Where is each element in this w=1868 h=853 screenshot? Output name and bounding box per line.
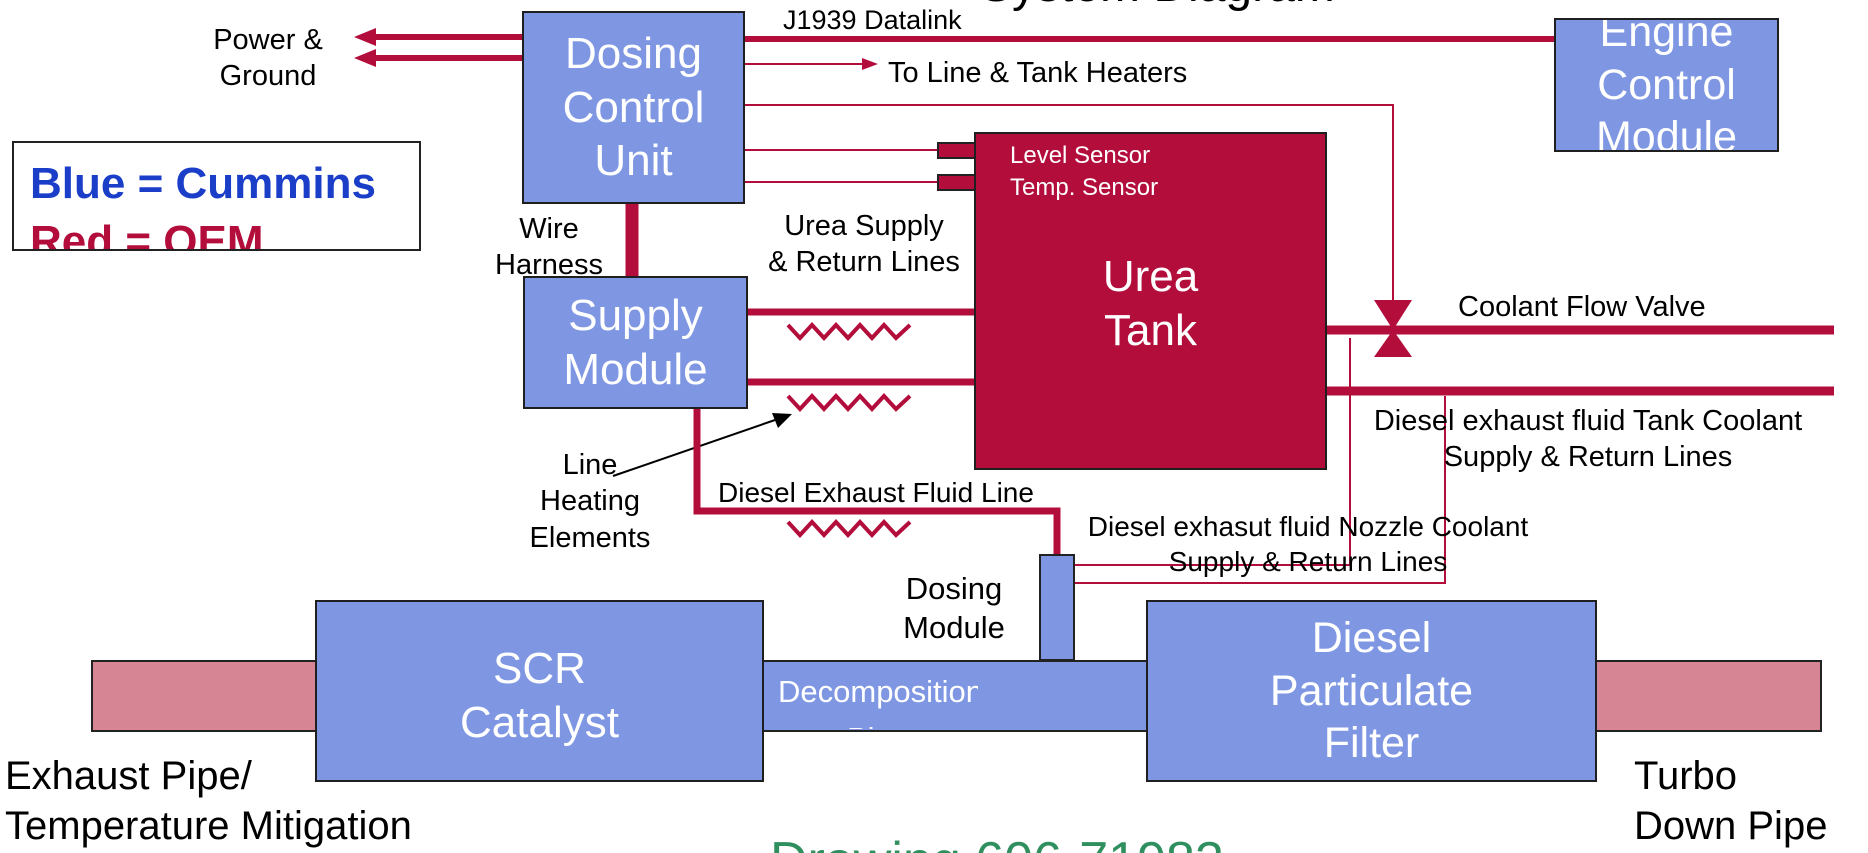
nozzle-coolant-lines-label: Diesel exhasut fluid Nozzle Coolant Supp… (1087, 511, 1529, 577)
dosing-module-label: Dosing Module (903, 571, 1005, 645)
line-heating-label: Line Heating Elements (529, 449, 651, 554)
j1939-label: J1939 Datalink (783, 5, 962, 35)
urea-lines-label: Urea Supply & Return Lines (768, 210, 960, 279)
decomposition-pipe-label: Decomposition Pipe (778, 674, 978, 729)
coolant-valve-label: Coolant Flow Valve (1458, 291, 1706, 323)
diesel-particulate-filter: Diesel Particulate Filter (1146, 600, 1597, 782)
heater-arrow (745, 58, 878, 70)
def-line-label: Diesel Exhaust Fluid Line (718, 477, 1034, 508)
nozzle-coolant-return-line (1070, 396, 1446, 584)
supply-module: Supply Module (523, 276, 748, 409)
level-sensor-label: Level Sensor (1010, 142, 1151, 169)
power-ground-label: Power & Ground (213, 24, 323, 93)
diagram-title: System Diagram (980, 0, 1335, 16)
power-ground-arrows (354, 28, 524, 67)
line-tank-heaters-label: To Line & Tank Heaters (888, 57, 1188, 89)
dosing-control-unit: Dosing Control Unit (522, 11, 745, 204)
line-heating-elements (786, 322, 912, 538)
valve-control-line (745, 104, 1394, 308)
decomposition-pipe (762, 660, 1149, 732)
turbo-pipe-label: Turbo Down Pipe (1634, 754, 1828, 848)
tank-coolant-lines-label: Diesel exhaust fluid Tank Coolant Supply… (1373, 405, 1803, 474)
exhaust-pipe-label: Exhaust Pipe/ Temperature Mitigation (5, 754, 412, 848)
exhaust-pipe-left (91, 660, 320, 732)
scr-catalyst: SCR Catalyst (315, 600, 764, 782)
color-legend: Blue = Cummins Red = OEM (12, 141, 421, 251)
def-line (693, 408, 1061, 555)
turbo-down-pipe (1592, 660, 1822, 732)
nozzle-coolant-supply-line (1070, 338, 1351, 566)
legend-cummins: Blue = Cummins (30, 159, 376, 208)
engine-control-module: Engine Control Module (1554, 18, 1779, 152)
legend-oem: Red = OEM (30, 217, 264, 251)
urea-tank: Urea Tank (974, 132, 1327, 470)
footer-text: Drawing 606-71983 (770, 829, 1224, 853)
wire-harness-label: Wire Harness (495, 213, 603, 282)
coolant-flow-valve (1374, 300, 1412, 357)
temp-sensor-label: Temp. Sensor (1010, 174, 1159, 201)
